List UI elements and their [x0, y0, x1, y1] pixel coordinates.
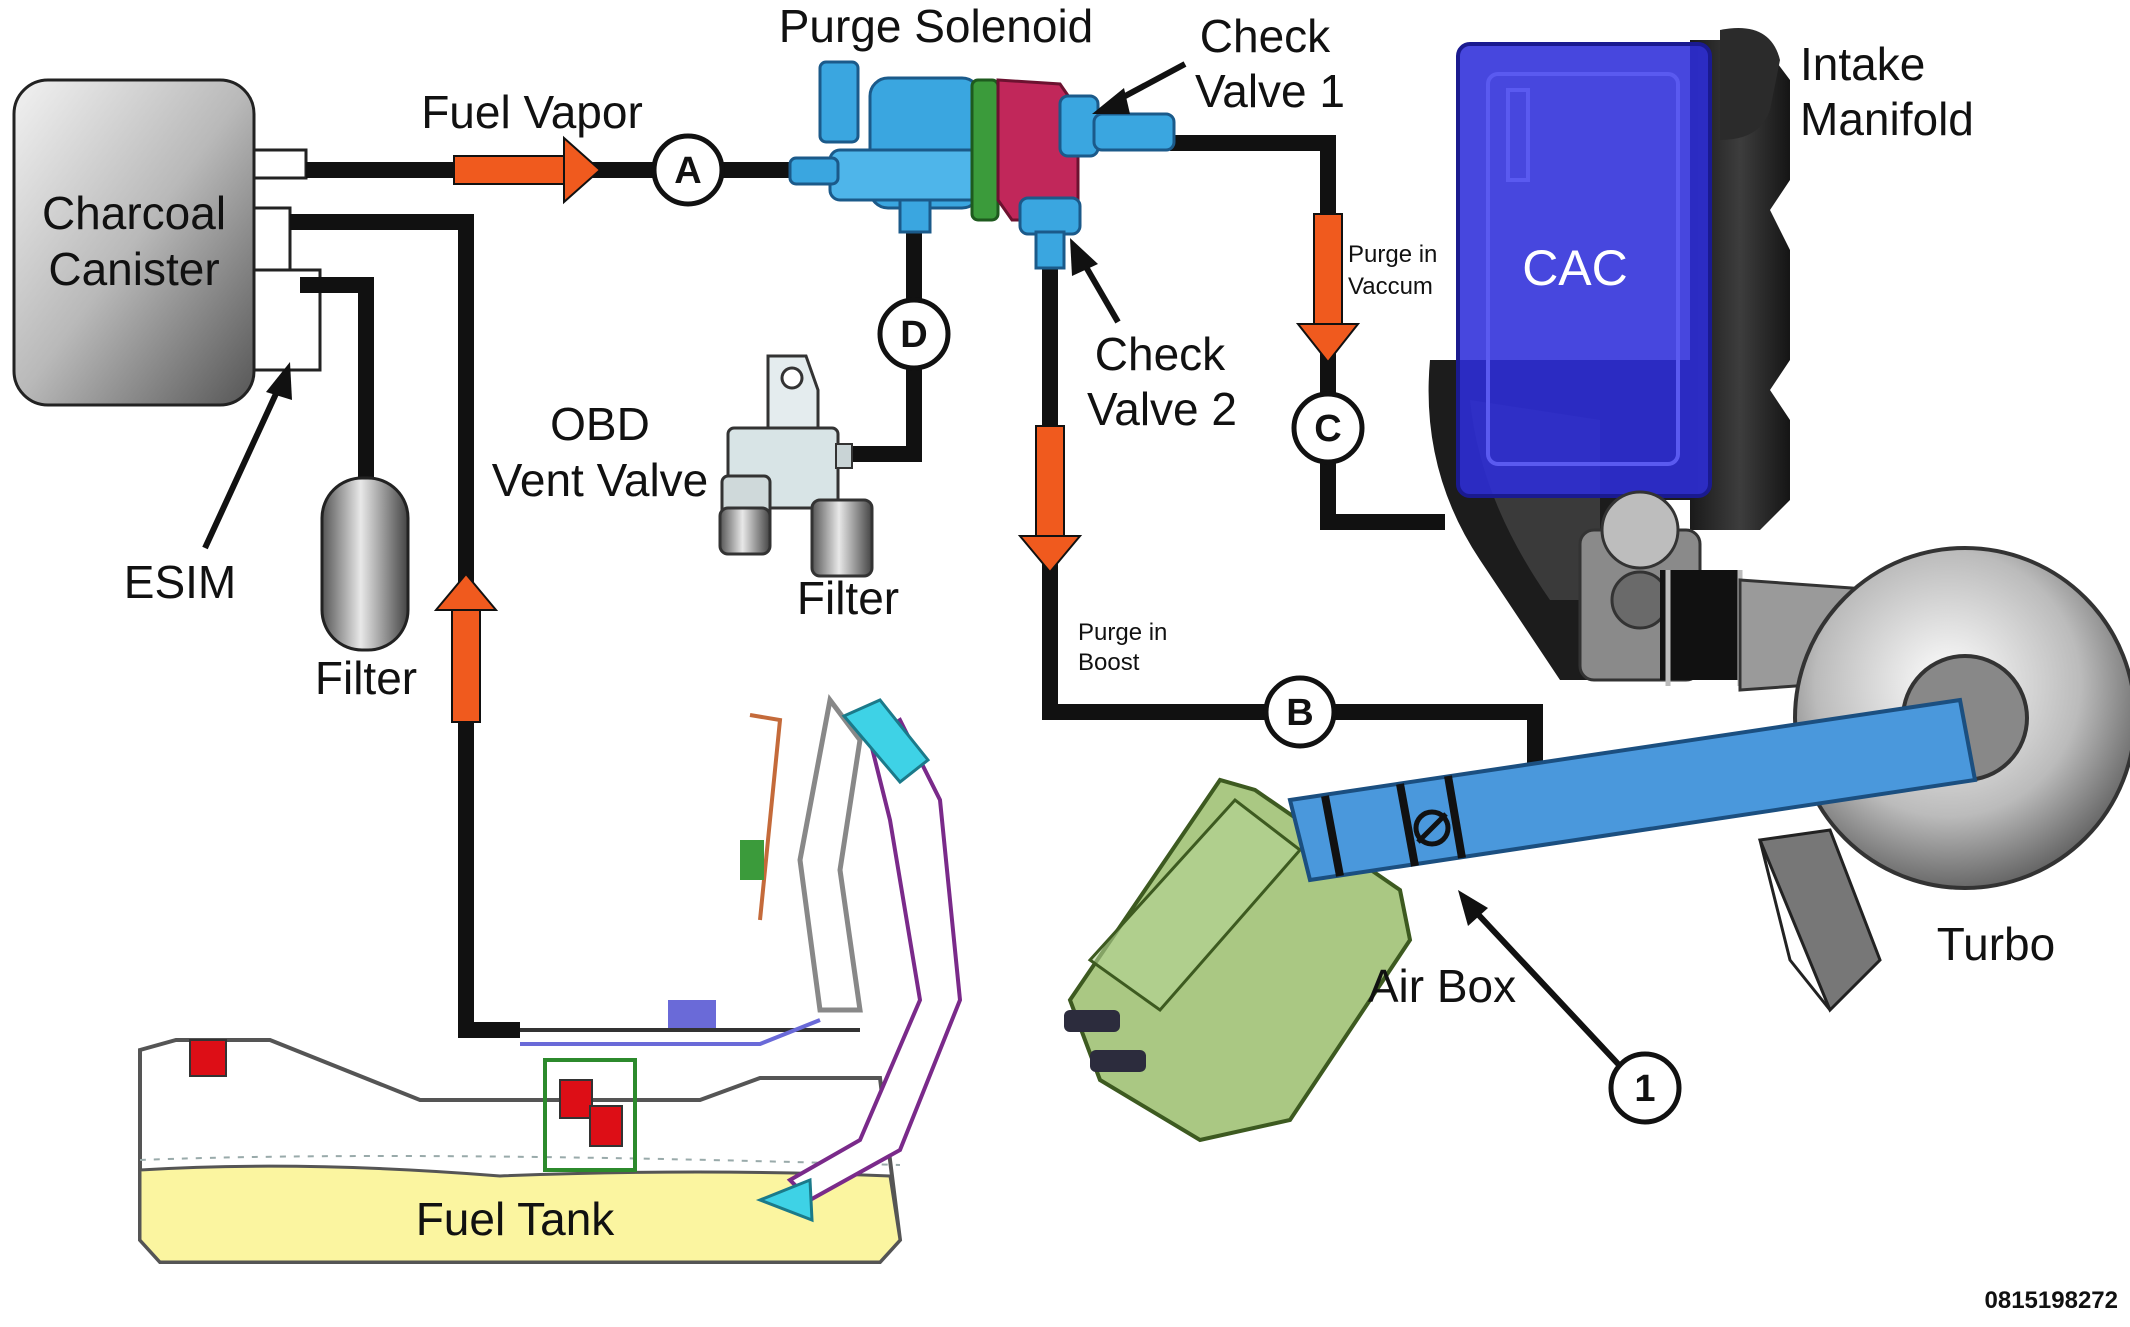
check-valve-2-callout [1070, 238, 1121, 324]
node-b-label: B [1286, 692, 1313, 734]
purge-in-vacuum-label-line1: Purge in [1348, 241, 1437, 268]
throttle-body [1578, 490, 1743, 686]
esim-callout: ESIM [124, 362, 292, 608]
cac-label: CAC [1522, 240, 1628, 296]
intake-manifold-label-line1: Intake [1800, 38, 1925, 90]
node-a-label: A [674, 150, 701, 192]
check-valve-body [996, 78, 1176, 270]
flow-arrow-fuel-vapor [453, 135, 602, 205]
node-1-label: 1 [1634, 1068, 1655, 1110]
purge-in-boost-label-line1: Purge in [1078, 619, 1167, 646]
purge-in-boost-label-line2: Boost [1078, 649, 1140, 676]
purge-in-vacuum-label-line2: Vaccum [1348, 273, 1433, 300]
intake-manifold-label-line2: Manifold [1800, 93, 1974, 145]
fuel-tank-label: Fuel Tank [416, 1193, 616, 1245]
fuel-vapor-label: Fuel Vapor [421, 86, 643, 138]
turbo-label: Turbo [1937, 918, 2055, 970]
charcoal-canister-label-line1: Charcoal [42, 187, 226, 239]
check-valve-1-callout [1092, 61, 1187, 114]
flow-arrow-purge-in-vacuum [1295, 213, 1361, 364]
purge-solenoid [788, 60, 1000, 234]
node-d: D [877, 297, 951, 371]
obd-vent-valve-label-line2: Vent Valve [492, 454, 709, 506]
flow-arrow-canister-return [433, 572, 499, 723]
document-id: 0815198272 [1985, 1287, 2118, 1314]
node-1: 1 [1608, 1051, 1682, 1125]
intake-pipe [1287, 697, 1978, 883]
esim-filter-label: Filter [315, 652, 417, 704]
fuel-tank: Fuel Tank [138, 1038, 903, 1264]
cac-charge-air-cooler: CAC [1456, 42, 1712, 498]
node-c: C [1291, 391, 1365, 465]
check-valve-1-label-line2: Valve 1 [1195, 65, 1345, 117]
charcoal-canister: Charcoal Canister [12, 78, 322, 407]
fuel-tank-pump-module [189, 1018, 860, 1172]
esim-filter: Filter [300, 277, 417, 704]
obd-vent-valve [718, 354, 874, 578]
node-a: A [651, 133, 725, 207]
flow-arrow-purge-in-boost [1017, 425, 1083, 574]
node-d-label: D [900, 314, 927, 356]
charcoal-canister-label-line2: Canister [48, 243, 219, 295]
obd-vent-valve-label-line1: OBD [550, 398, 650, 450]
callout-1-line [1458, 890, 1623, 1069]
node-b: B [1263, 675, 1337, 749]
check-valve-2-label-line2: Valve 2 [1087, 383, 1237, 435]
fuel-filler-neck [668, 693, 963, 1223]
air-box-label: Air Box [1368, 960, 1516, 1012]
node-c-label: C [1314, 408, 1341, 450]
obd-filter-label: Filter [797, 572, 899, 624]
check-valve-2-label-line1: Check [1095, 328, 1226, 380]
purge-solenoid-label: Purge Solenoid [779, 0, 1094, 52]
esim-label: ESIM [124, 556, 236, 608]
check-valve-1-label-line1: Check [1200, 10, 1331, 62]
